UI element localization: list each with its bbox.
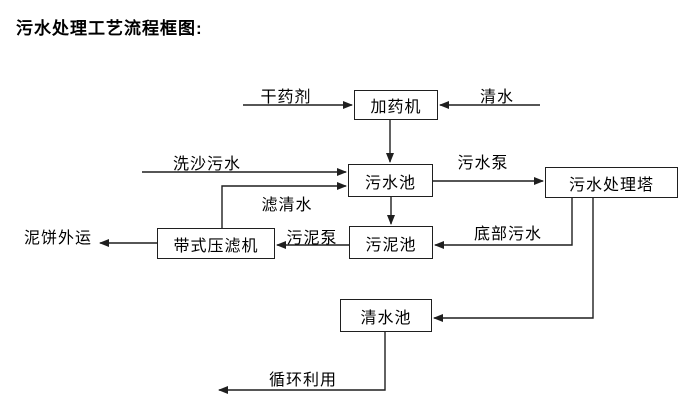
arrow-tower-to-clean-water-pool	[433, 197, 594, 322]
label-sewage-pump: 污水泵	[457, 155, 509, 172]
arrow-bottom-sewage-to-sludge-pool	[434, 197, 573, 249]
node-belt-filter-press: 带式压滤机	[157, 228, 275, 259]
label-bottom-sewage: 底部污水	[473, 226, 542, 243]
arrow-filtered-water-to-sewage-pool	[221, 182, 347, 228]
node-clean-water-pool: 清水池	[340, 299, 432, 332]
label-recycling-use: 循环利用	[268, 372, 337, 389]
label-sand-washing-sewage: 洗沙污水	[172, 156, 241, 173]
arrow-clean-water-pool-to-recycle	[218, 332, 386, 394]
label-dry-agent: 干药剂	[260, 89, 312, 106]
node-sludge-pool: 污泥池	[349, 226, 433, 259]
label-mud-cake-transport: 泥饼外运	[23, 230, 92, 247]
node-sewage-pool: 污水池	[348, 164, 433, 197]
node-sewage-treatment-tower: 污水处理塔	[545, 167, 678, 198]
label-filtered-water: 滤清水	[261, 197, 313, 214]
label-sludge-pump: 污泥泵	[286, 230, 338, 247]
node-dosing-machine: 加药机	[354, 90, 438, 120]
label-clean-water: 清水	[479, 89, 514, 106]
page-title: 污水处理工艺流程框图:	[16, 19, 203, 38]
